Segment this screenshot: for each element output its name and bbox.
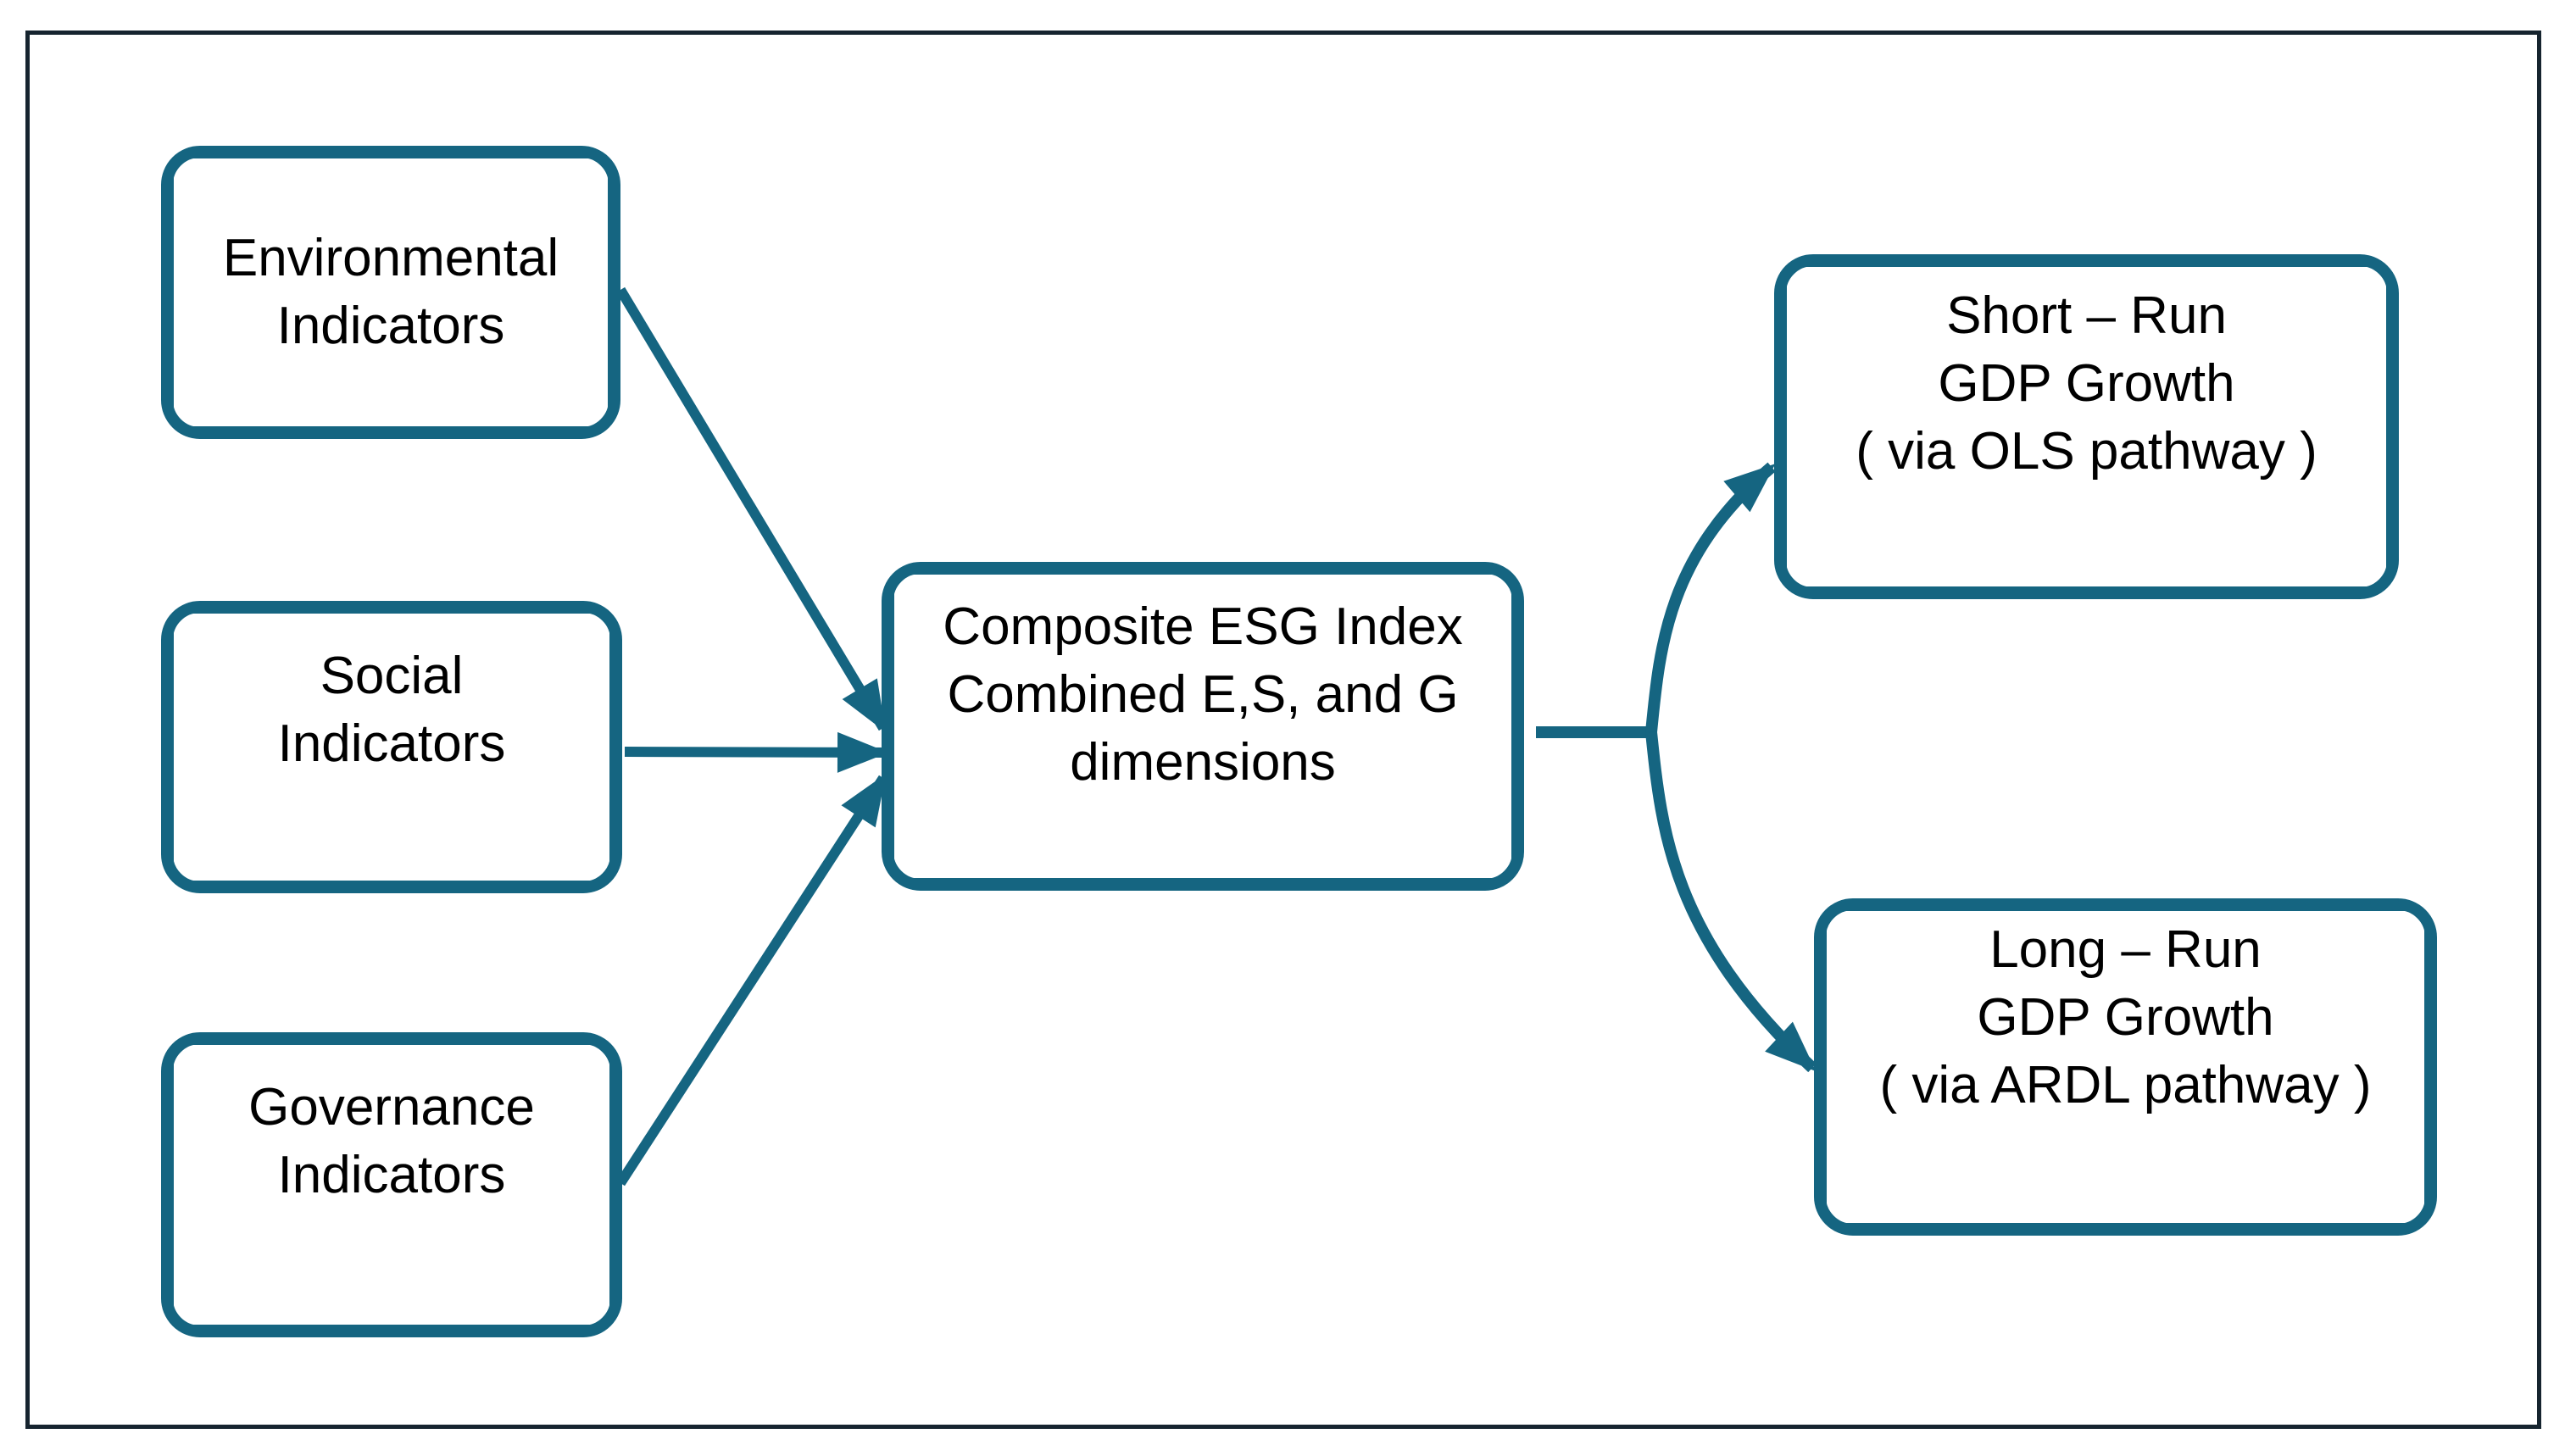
node-label: Environmental Indicators <box>222 229 559 355</box>
arrow-environmental-to-esg <box>615 286 888 733</box>
arrow-governance-to-esg <box>615 773 888 1186</box>
arrow-social-to-esg <box>624 731 888 773</box>
arrow-esg-to-long-run <box>1645 731 1817 1073</box>
node-governance-indicators: Governance Indicators <box>161 1032 622 1337</box>
outer-frame <box>25 31 2541 1429</box>
node-social-indicators: Social Indicators <box>161 601 622 893</box>
node-environmental-indicators: Environmental Indicators <box>161 146 620 439</box>
node-label: Social Indicators <box>277 647 506 773</box>
arrow-esg-to-short-run <box>1645 462 1776 733</box>
node-label: Short – Run GDP Growth ( via OLS pathway… <box>1856 286 2317 481</box>
node-composite-esg-index: Composite ESG Index Combined E,S, and G … <box>882 562 1524 891</box>
node-label: Long – Run GDP Growth ( via ARDL pathway… <box>1879 920 2372 1114</box>
node-long-run-gdp-growth: Long – Run GDP Growth ( via ARDL pathway… <box>1814 898 2437 1236</box>
node-short-run-gdp-growth: Short – Run GDP Growth ( via OLS pathway… <box>1774 254 2399 599</box>
node-label: Governance Indicators <box>248 1078 535 1204</box>
node-label: Composite ESG Index Combined E,S, and G … <box>943 597 1463 792</box>
